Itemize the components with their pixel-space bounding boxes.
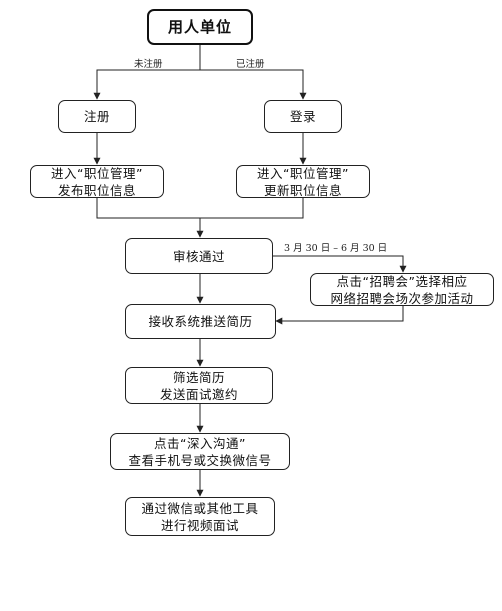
node-text-line: 进行视频面试 — [160, 517, 239, 533]
node-job-fair: 点击“招聘会”选择相应网络招聘会场次参加活动 — [310, 273, 494, 306]
node-receive-resume: 接收系统推送简历 — [125, 304, 276, 339]
node-text-line: 网络招聘会场次参加活动 — [330, 290, 474, 306]
node-video-interview: 通过微信或其他工具进行视频面试 — [125, 497, 275, 536]
node-text-line: 接收系统推送简历 — [148, 314, 253, 329]
node-login: 登录 — [264, 100, 342, 133]
edge-postjob-merge — [96, 198, 304, 219]
node-deep-contact: 点击“深入沟通”查看手机号或交换微信号 — [110, 433, 290, 470]
label-period: 3 月 30 日 – 6 月 30 日 — [284, 243, 388, 254]
node-text-line: 进入“职位管理” — [51, 165, 143, 181]
node-text-line: 发布职位信息 — [57, 182, 136, 198]
node-text-line: 用人单位 — [167, 17, 232, 36]
edge-jobfair-receive — [275, 306, 404, 325]
node-text-line: 更新职位信息 — [263, 182, 342, 198]
node-text-line: 筛选简历 — [172, 369, 225, 385]
node-text-line: 查看手机号或交换微信号 — [128, 452, 272, 468]
edge-review-jobfair — [273, 255, 407, 273]
node-employer: 用人单位 — [147, 9, 253, 45]
node-text-line: 点击“深入沟通” — [154, 435, 246, 451]
node-screen-resume: 筛选简历发送面试邀约 — [125, 367, 273, 404]
node-text-line: 登录 — [289, 109, 316, 124]
node-update-job: 进入“职位管理”更新职位信息 — [236, 165, 370, 198]
node-register: 注册 — [58, 100, 136, 133]
node-text-line: 审核通过 — [172, 248, 225, 264]
node-text-line: 进入“职位管理” — [257, 165, 349, 181]
node-post-job: 进入“职位管理”发布职位信息 — [30, 165, 164, 198]
label-unregistered: 未注册 — [134, 59, 163, 70]
label-registered: 已注册 — [236, 59, 265, 70]
node-text-line: 注册 — [83, 109, 110, 124]
node-text-line: 点击“招聘会”选择相应 — [336, 273, 468, 289]
node-review: 审核通过 — [125, 238, 273, 274]
node-text-line: 通过微信或其他工具 — [141, 500, 259, 516]
node-text-line: 发送面试邀约 — [159, 386, 238, 402]
edge-split-register — [93, 69, 200, 100]
edge-split-login — [200, 69, 307, 100]
